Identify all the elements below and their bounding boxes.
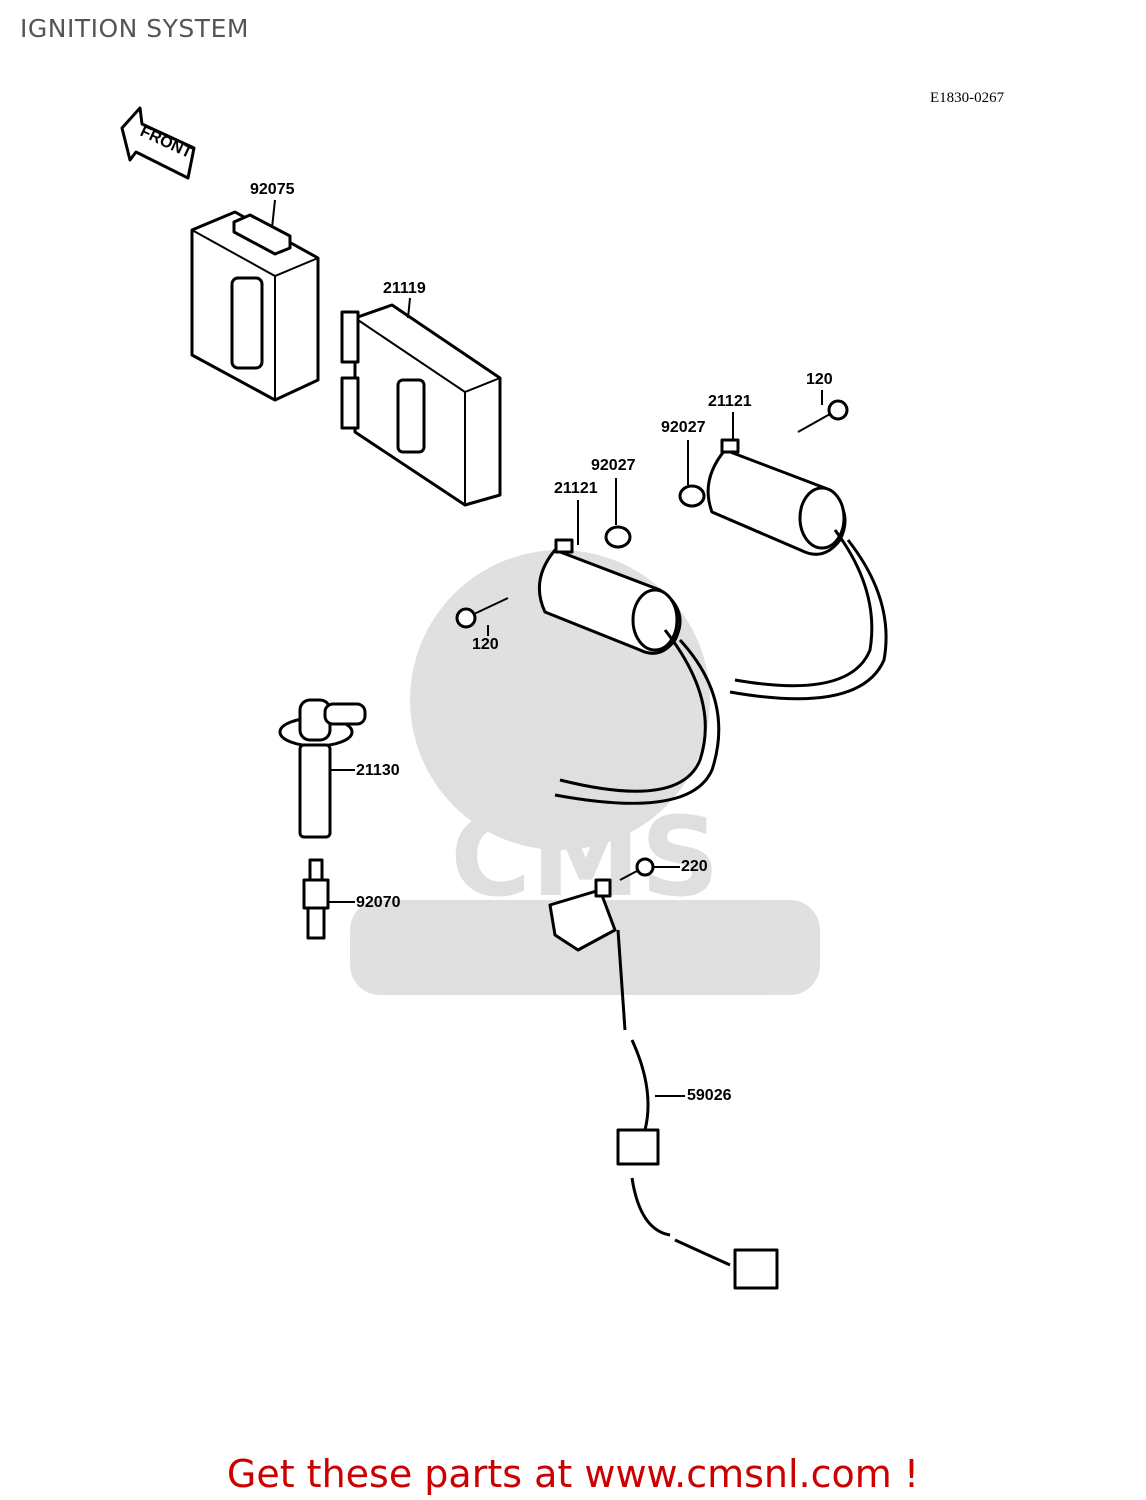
part-92070-spark-plug[interactable] [302, 858, 330, 940]
callout-21130[interactable]: 21130 [356, 762, 400, 779]
part-92027-collar-rear[interactable] [678, 484, 706, 508]
part-92027-collar-front[interactable] [604, 525, 632, 549]
cta-link[interactable]: Get these parts at www.cmsnl.com ! [226, 1452, 920, 1496]
callout-21121-front[interactable]: 21121 [554, 480, 598, 497]
callout-220[interactable]: 220 [681, 858, 708, 875]
callout-120-front[interactable]: 120 [472, 636, 499, 653]
callout-59026[interactable]: 59026 [687, 1087, 732, 1104]
callout-21119[interactable]: 21119 [383, 280, 426, 297]
part-21130-plug-cap[interactable] [278, 698, 367, 839]
callout-92027-rear[interactable]: 92027 [661, 419, 706, 436]
callout-92075[interactable]: 92075 [250, 181, 295, 198]
diagram-code: E1830-0267 [930, 90, 1005, 106]
part-21121-coil-rear[interactable] [706, 438, 888, 701]
callout-21121-rear[interactable]: 21121 [708, 393, 752, 410]
part-21121-coil-front[interactable] [537, 538, 721, 805]
part-120-bolt-front[interactable] [455, 597, 509, 629]
part-92075-cover[interactable] [190, 210, 320, 402]
part-21119-igniter[interactable] [340, 303, 502, 507]
page-title: IGNITION SYSTEM [20, 14, 249, 43]
front-arrow-icon: FRONT [120, 106, 196, 180]
callout-92027-front[interactable]: 92027 [591, 457, 636, 474]
part-59026-pickup-coil[interactable] [548, 878, 779, 1290]
callout-92070[interactable]: 92070 [356, 894, 401, 911]
callout-120-rear[interactable]: 120 [806, 371, 833, 388]
part-120-bolt-rear[interactable] [797, 399, 849, 433]
